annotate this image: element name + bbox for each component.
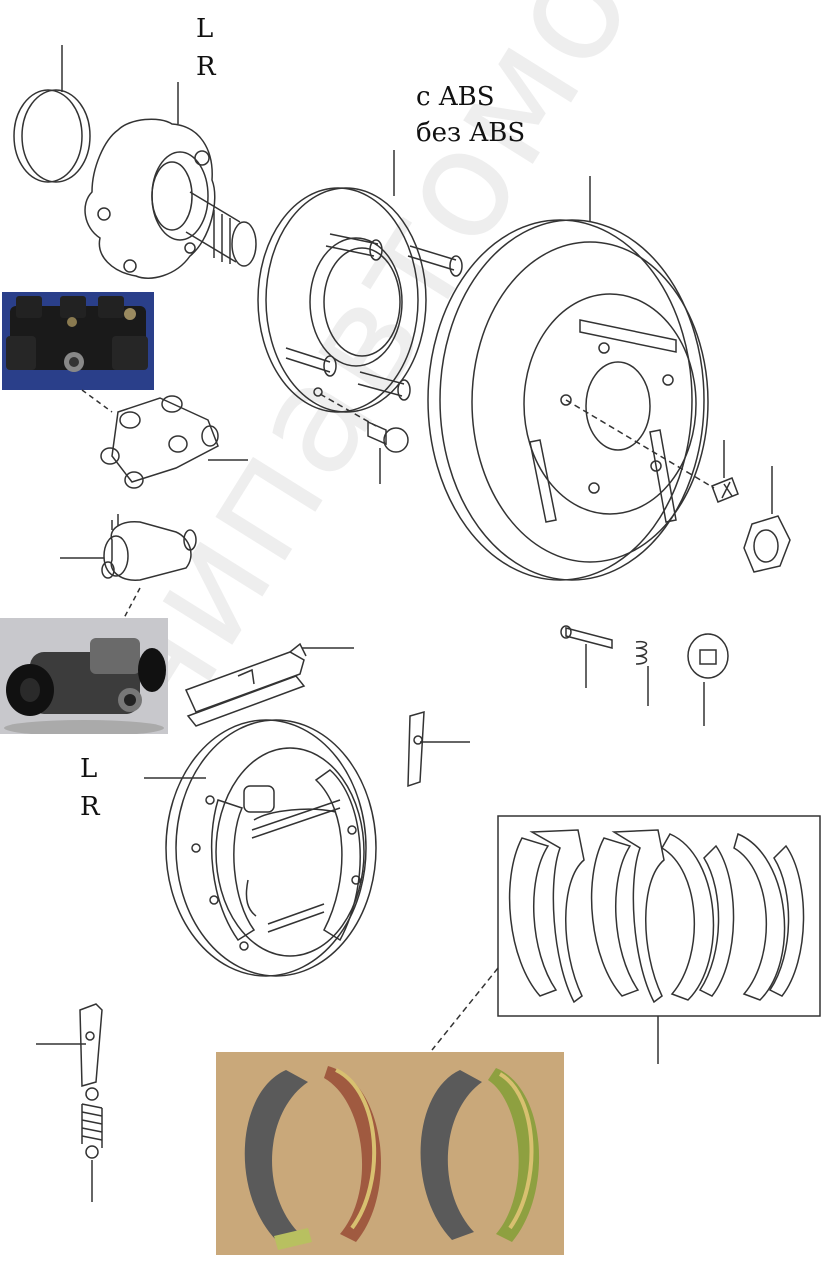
brake-drum bbox=[427, 176, 715, 581]
hold-down-pin bbox=[560, 625, 613, 688]
hub-flange bbox=[257, 150, 463, 427]
label-right-hub: R bbox=[196, 52, 216, 82]
label-left-hub: L bbox=[196, 14, 214, 44]
parking-lever bbox=[407, 710, 470, 788]
label-right-plate: R bbox=[80, 792, 100, 822]
pressure-regulator bbox=[81, 389, 248, 489]
backing-plate bbox=[144, 719, 377, 977]
return-spring bbox=[81, 1087, 103, 1202]
shoe-lever bbox=[36, 1003, 103, 1087]
hold-down-spring bbox=[635, 640, 649, 706]
label-with-abs: с ABS bbox=[416, 82, 495, 112]
hub-cap bbox=[13, 45, 91, 183]
label-left-plate: L bbox=[80, 754, 98, 784]
adjuster-strut bbox=[184, 642, 354, 727]
wheel-cylinder-photo bbox=[0, 618, 168, 734]
axle-flange bbox=[84, 82, 257, 279]
drum-screw bbox=[711, 440, 739, 503]
hub-nut bbox=[743, 466, 791, 573]
wheel-cylinder bbox=[60, 514, 197, 619]
pressure-regulator-photo bbox=[2, 292, 154, 390]
label-without-abs: без ABS bbox=[416, 118, 526, 148]
hub-bolt bbox=[367, 420, 409, 484]
hold-down-cup bbox=[687, 633, 729, 726]
brake-shoe-set bbox=[431, 815, 821, 1064]
brake-shoes-photo bbox=[216, 1052, 564, 1255]
